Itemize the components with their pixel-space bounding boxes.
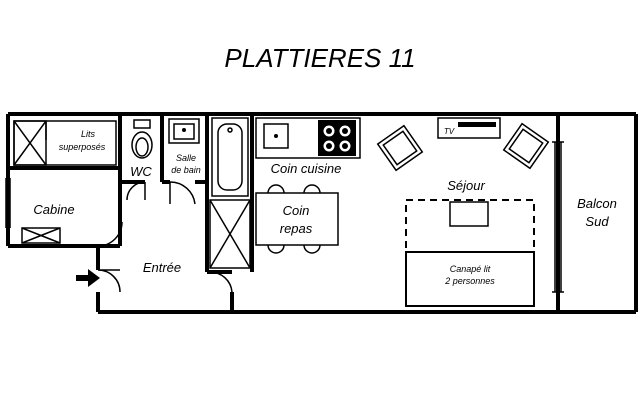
sofa-bed	[405, 251, 535, 307]
outer-walls	[6, 112, 638, 314]
stove-icon	[318, 120, 356, 156]
armchair-icon	[502, 122, 550, 170]
sofa-pillow	[449, 201, 489, 227]
balcony-window	[552, 141, 564, 293]
chair	[303, 184, 321, 194]
kitchen-counter	[255, 117, 361, 159]
sejour-door	[209, 271, 233, 293]
entry-door	[97, 269, 121, 293]
coin-repas-label-2: repas	[280, 221, 313, 236]
cabine-label: Cabine	[33, 202, 74, 217]
bathtub-icon	[211, 117, 249, 197]
kitchen-sink-icon	[263, 123, 289, 149]
doors	[97, 181, 233, 293]
canape-label-2: 2 personnes	[444, 276, 495, 286]
balcon-label-1: Balcon	[577, 196, 617, 211]
cabine-window	[5, 178, 11, 228]
wc-door	[126, 181, 146, 201]
coin-repas-label-1: Coin	[283, 203, 310, 218]
plan-title: PLATTIERES 11	[224, 43, 415, 73]
chair	[267, 244, 285, 254]
wc-label: WC	[130, 164, 152, 179]
cabine-closet	[21, 227, 61, 244]
salle-label-2: de bain	[171, 165, 201, 175]
interior-walls	[8, 114, 560, 312]
chair	[267, 184, 285, 194]
balcon-label-2: Sud	[585, 214, 609, 229]
bunk-beds	[13, 120, 117, 166]
lits-label-1: Lits	[81, 129, 96, 139]
toilet-icon	[131, 119, 153, 159]
coin-cuisine-label: Coin cuisine	[271, 161, 342, 176]
entry-arrow-icon	[76, 269, 100, 287]
tv-label: TV	[444, 127, 455, 136]
sink-icon	[168, 118, 200, 144]
closet	[209, 199, 251, 269]
tv-unit	[437, 117, 501, 139]
chair	[303, 244, 321, 254]
cabine-door	[97, 221, 123, 247]
sejour-label: Séjour	[447, 178, 485, 193]
entree-label: Entrée	[143, 260, 181, 275]
salle-label-1: Salle	[176, 153, 196, 163]
lits-label-2: superposés	[59, 142, 106, 152]
canape-label-1: Canapé lit	[450, 264, 491, 274]
salle-door	[169, 181, 196, 205]
dining-table	[255, 184, 339, 254]
armchair-icon	[376, 124, 424, 172]
